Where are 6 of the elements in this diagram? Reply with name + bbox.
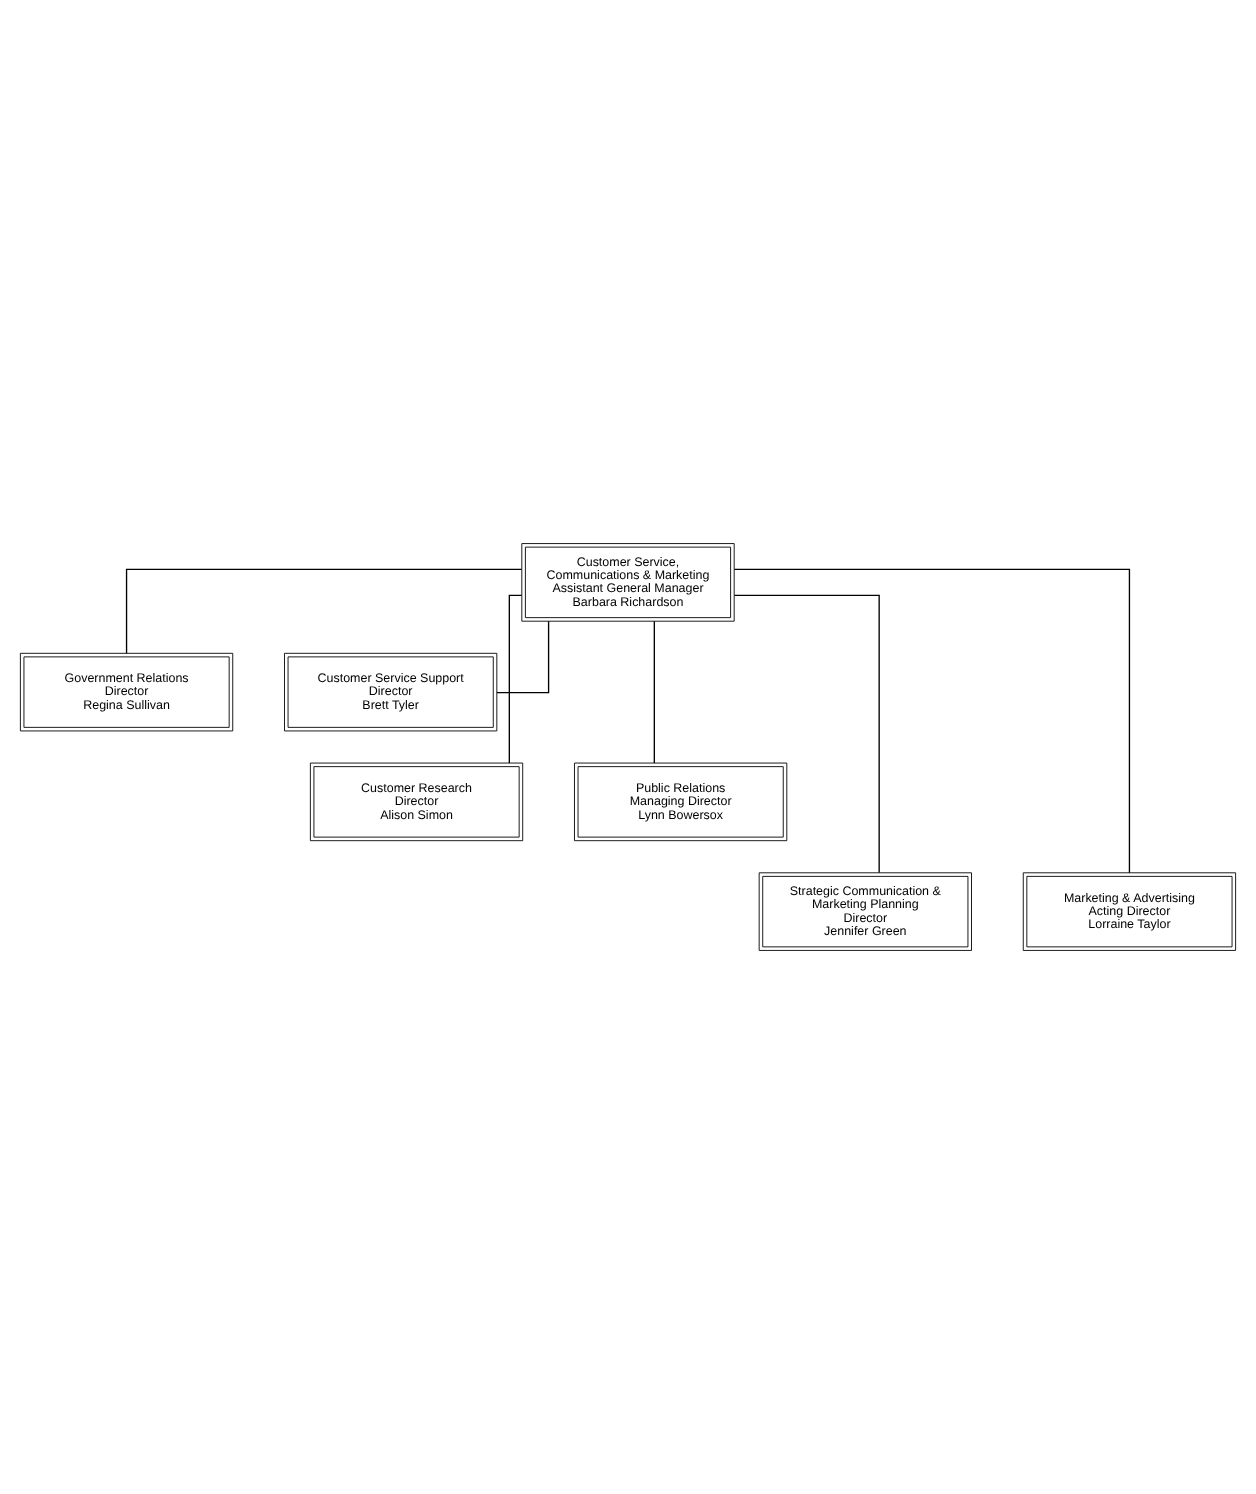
connector	[733, 568, 1131, 874]
connector	[653, 620, 655, 764]
connector	[508, 594, 523, 764]
connector	[496, 620, 550, 694]
connector	[125, 568, 523, 654]
connector	[733, 594, 880, 874]
